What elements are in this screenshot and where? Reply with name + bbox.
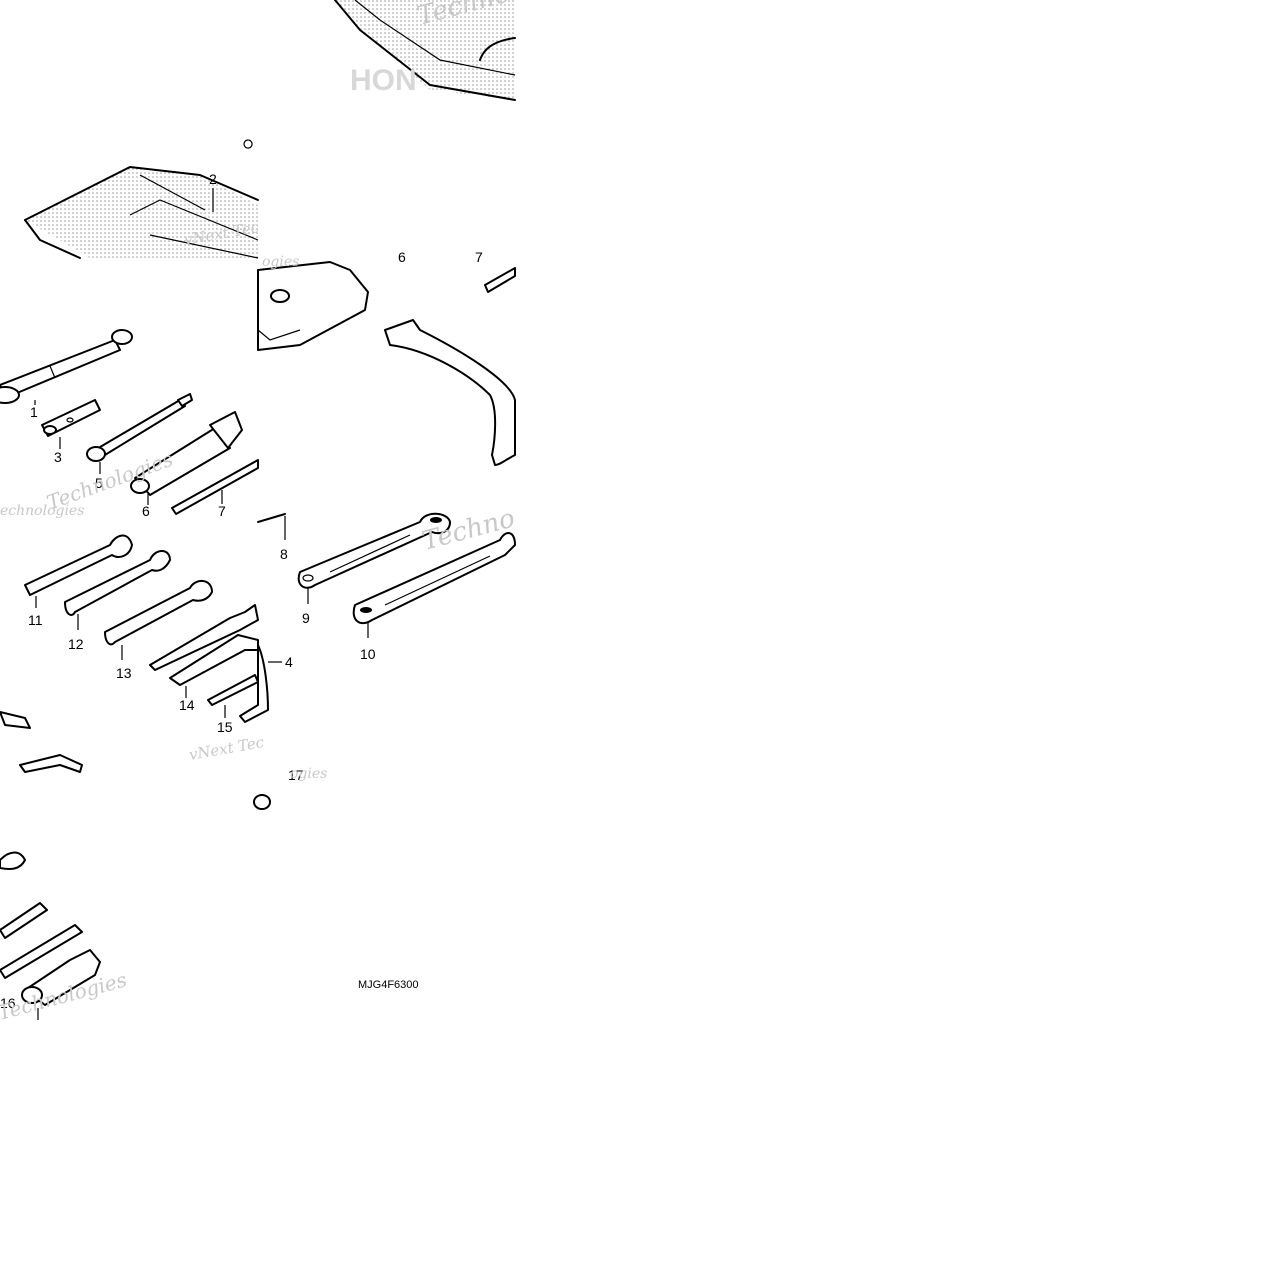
tool-5-socket-bar bbox=[86, 393, 193, 474]
tool-3-flat-wrench bbox=[41, 399, 101, 449]
tool-group-8-10: 8 9 10 Techno bbox=[257, 503, 518, 662]
tool-group-16: 16 Technologies bbox=[0, 851, 129, 1025]
tool-bag: 2 vNext Tec bbox=[24, 139, 261, 259]
callout-4: 4 bbox=[285, 654, 293, 670]
tool-1-handle bbox=[0, 329, 133, 405]
tool-12-wrench bbox=[64, 550, 171, 630]
callout-14: 14 bbox=[179, 697, 195, 713]
callout-6-top: 6 bbox=[398, 249, 406, 265]
tool-bag-top-fragment: HON Technologies bbox=[334, 0, 588, 101]
callout-6: 6 bbox=[142, 503, 150, 519]
callout-7-top: 7 bbox=[475, 249, 483, 265]
callout-1: 1 bbox=[30, 404, 38, 420]
tool-9-box-wrench bbox=[297, 512, 451, 604]
hex-key-fragment bbox=[19, 754, 83, 773]
logo-fragment: HON bbox=[350, 64, 417, 97]
tool-8-rod bbox=[257, 513, 286, 523]
tool-17-fragment: 17 ogies bbox=[253, 766, 327, 810]
tool-13-wrench bbox=[104, 580, 213, 660]
callout-12: 12 bbox=[68, 636, 84, 652]
callout-8: 8 bbox=[280, 546, 288, 562]
callout-17: 17 bbox=[288, 767, 304, 783]
tool-10-box-wrench bbox=[352, 532, 516, 638]
callout-9: 9 bbox=[302, 610, 310, 626]
callout-16: 16 bbox=[0, 995, 16, 1011]
callout-7: 7 bbox=[218, 503, 226, 519]
watermark: vNext Tec bbox=[188, 733, 266, 764]
tool-6-plug-socket bbox=[130, 411, 243, 505]
bag-case-and-strap: 6 7 ogies bbox=[257, 249, 516, 466]
tool-11-wrench bbox=[24, 534, 133, 608]
watermark: ogies bbox=[262, 254, 299, 270]
callout-13: 13 bbox=[116, 665, 132, 681]
callout-2: 2 bbox=[209, 171, 217, 187]
hex-key-fragment bbox=[0, 711, 31, 729]
callout-3: 3 bbox=[54, 449, 62, 465]
callout-10: 10 bbox=[360, 646, 376, 662]
tool-4-hex-key bbox=[239, 644, 282, 723]
watermark: ogies bbox=[290, 766, 327, 782]
callout-5: 5 bbox=[95, 475, 103, 491]
callout-11: 11 bbox=[28, 612, 43, 628]
part-code: MJG4F6300 bbox=[358, 979, 419, 991]
watermark: echnologies bbox=[0, 503, 84, 519]
tool-group-11-15: 11 12 13 14 15 4 vNext Tec bbox=[0, 534, 293, 773]
callout-15: 15 bbox=[217, 719, 233, 735]
tool-7-rod bbox=[171, 459, 259, 515]
tool-group-1-7: 1 3 5 6 7 Technol bbox=[0, 329, 259, 519]
